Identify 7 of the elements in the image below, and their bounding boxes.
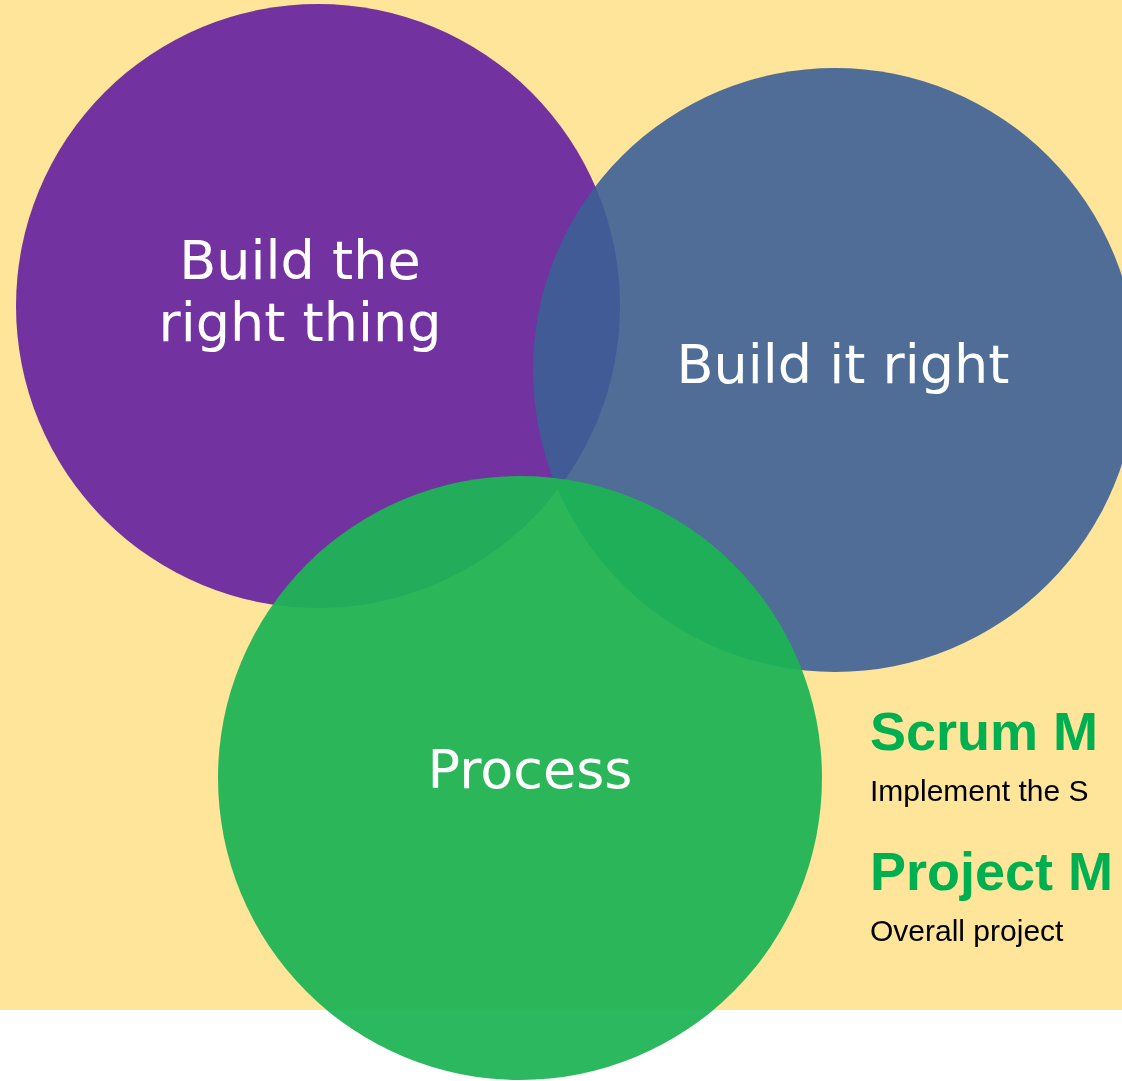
circle-label: Process [426, 739, 634, 801]
role-heading: Project M [870, 840, 1114, 902]
role-description: Implement the S [870, 774, 1089, 808]
circle-label: Build it right [675, 334, 1011, 396]
role-description: Overall project [870, 914, 1064, 948]
circle-label: Build the right thing [157, 230, 443, 354]
role-heading: Scrum M [870, 700, 1099, 762]
